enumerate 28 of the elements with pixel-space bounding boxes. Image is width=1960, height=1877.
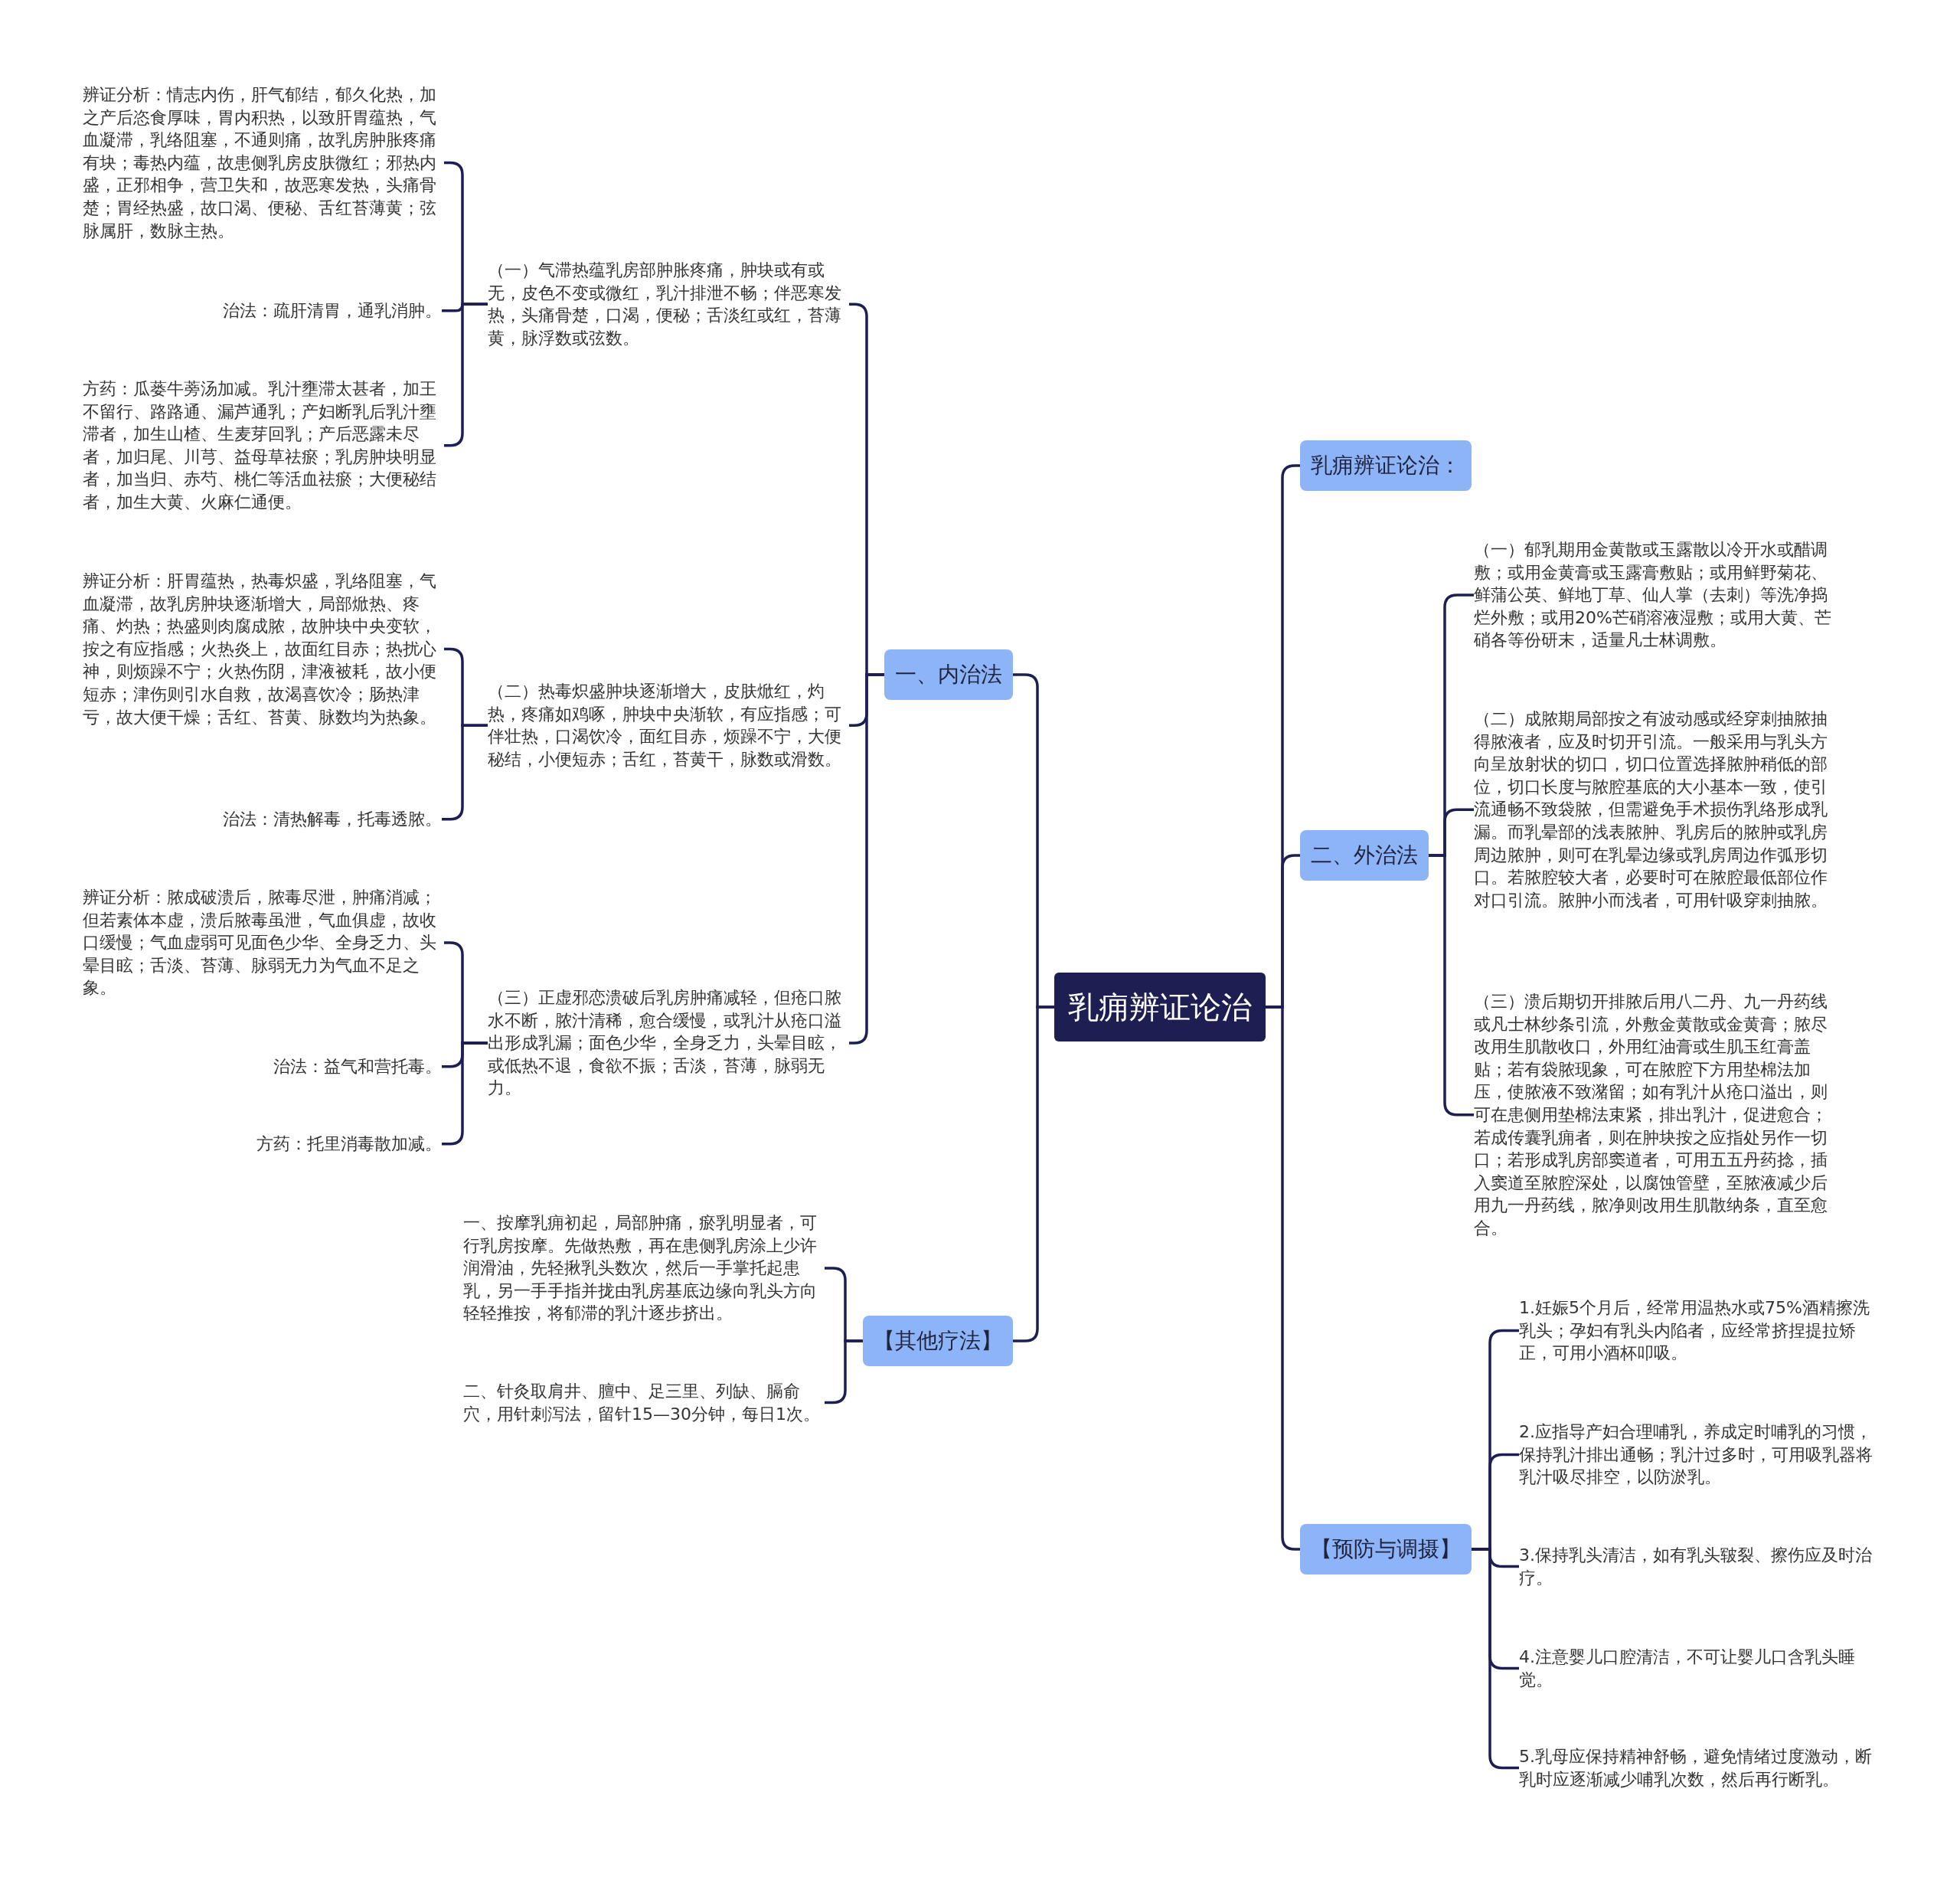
note-text: 二、针灸取肩井、膻中、足三里、列缺、膈俞穴，用针刺泻法，留针15—30分钟，每日1次。 [463,1380,825,1426]
topic-box: 乳痈辨证论治： [1300,440,1472,491]
note-text: 2.应指导产妇合理哺乳，养成定时哺乳的习惯，保持乳汁排出通畅；乳汁过多时，可用吸乳器将乳汁吸尽排空，以防淤乳。 [1519,1421,1880,1489]
topic-box: 一、内治法 [884,649,1013,700]
topic-box: 【预防与调摄】 [1300,1524,1472,1575]
topic-box: 【其他疗法】 [863,1316,1013,1366]
topic-box: 二、外治法 [1300,830,1429,881]
note-text: （二）热毒炽盛肿块逐渐增大，皮肤焮红，灼热，疼痛如鸡啄，肿块中央渐软，有应指感；可伴壮热，口渴饮冷，面红目赤，烦躁不宁，大便秘结，小便短赤；舌红，苔黄干，脉数或滑数。 [488,680,849,771]
note-text: 一、按摩乳痈初起，局部肿痛，瘀乳明显者，可行乳房按摩。先做热敷，再在患侧乳房涂上少许润滑油，先轻揪乳头数次，然后一手掌托起患乳，另一手手指并拢由乳房基底边缘向乳头方向轻轻推按，将郁滞的乳汁逐步挤出。 [463,1212,825,1325]
note-text: 辨证分析：情志内伤，肝气郁结，郁久化热，加之产后恣食厚味，胃内积热，以致肝胃蕴热，气血凝滞，乳络阻塞，不通则痛，故乳房肿胀疼痛有块；毒热内蕴，故患侧乳房皮肤微红；邪热内盛，正邪相争，营卫失和，故恶寒发热，头痛骨楚；胃经热盛，故口渴、便秘、舌红苔薄黄；弦脉属肝，数脉主热。 [83,83,444,243]
note-text: 辨证分析：肝胃蕴热，热毒炽盛，乳络阻塞，气血凝滞，故乳房肿块逐渐增大，局部焮热、疼痛、灼热；热盛则肉腐成脓，故肿块中央变软，按之有应指感；火热炎上，故面红目赤；热扰心神，则烦躁不宁；火热伤阴，津液被耗，故小便短赤；津伤则引水自救，故渴喜饮冷；肠热津亏，故大便干燥；舌红、苔黄、脉数均为热象。 [83,570,444,729]
note-text: 方药：托里消毒散加减。 [256,1133,442,1156]
note-text: （一）气滞热蕴乳房部肿胀疼痛，肿块或有或无，皮色不变或微红，乳汁排泄不畅；伴恶寒发热，头痛骨楚，口渴，便秘；舌淡红或红，苔薄黄，脉浮数或弦数。 [488,259,849,350]
connector [1429,854,1474,1117]
note-text: 治法：清热解毒，托毒透脓。 [223,808,442,831]
note-text: 方药：瓜蒌牛蒡汤加减。乳汁壅滞太甚者，加王不留行、路路通、漏芦通乳；产妇断乳后乳汁壅滞者，加生山楂、生麦芽回乳；产后恶露未尽者，加归尾、川芎、益母草祛瘀；乳房肿块明显者，加当归、赤芍、桃仁等活血祛瘀；大便秘结者，加生大黄、火麻仁通便。 [83,378,444,514]
note-text: 1.妊娠5个月后，经常用温热水或75%酒精擦洗乳头；孕妇有乳头内陷者，应经常挤捏提拉矫正，可用小酒杯叩吸。 [1519,1297,1880,1365]
note-text: （三）溃后期切开排脓后用八二丹、九一丹药线或凡士林纱条引流，外敷金黄散或金黄膏；脓尽改用生肌散收口，外用红油膏或生肌玉红膏盖贴；若有袋脓现象，可在脓腔下方用垫棉法加压，使脓液不致潴留；如有乳汁从疮口溢出，则可在患侧用垫棉法束紧，排出乳汁，促进愈合；若成传囊乳痈者，则在肿块按之应指处另作一切口；若形成乳房部窦道者，可用五五丹药捻，插入窦道至脓腔深处，以腐蚀管壁，至脓液减少后用九一丹药线，脓净则改用生肌散纳条，直至愈合。 [1474,990,1837,1240]
note-text: 4.注意婴儿口腔清洁，不可让婴儿口含乳头睡觉。 [1519,1646,1880,1692]
note-text: 治法：益气和营托毒。 [273,1055,442,1078]
note-text: （二）成脓期局部按之有波动感或经穿刺抽脓抽得脓液者，应及时切开引流。一般采用与乳头方向呈放射状的切口，切口位置选择脓肿稍低的部位，切口长度与脓腔基底的大小基本一致，使引流通畅不致袋脓，但需避免手术损伤乳络形成乳漏。而乳晕部的浅表脓肿、乳房后的脓肿或乳房周边脓肿，则可在乳晕边缘或乳房周边作弧形切口。若脓腔较大者，必要时可在脓腔最低部位作对口引流。脓肿小而浅者，可用针吸穿刺抽脓。 [1474,708,1837,912]
note-text: 辨证分析：脓成破溃后，脓毒尽泄，肿痛消减；但若素体本虚，溃后脓毒虽泄，气血俱虚，故收口缓慢；气血虚弱可见面色少华、全身乏力、头晕目眩；舌淡、苔薄、脉弱无力为气血不足之象。 [83,886,444,999]
note-text: 3.保持乳头清洁，如有乳头皲裂、擦伤应及时治疗。 [1519,1544,1880,1590]
central-topic-box: 乳痈辨证论治 [1054,973,1266,1042]
note-text: 5.乳母应保持精神舒畅，避免情绪过度激动，断乳时应逐渐减少哺乳次数，然后再行断乳。 [1519,1745,1880,1791]
note-text: （三）正虚邪恋溃破后乳房肿痛减轻，但疮口脓水不断，脓汁清稀，愈合缓慢，或乳汁从疮口溢出形成乳漏；面色少华，全身乏力，头晕目眩，或低热不退，食欲不振；舌淡，苔薄，脉弱无力。 [488,986,849,1100]
note-text: 治法：疏肝清胃，通乳消肿。 [223,299,442,322]
note-text: （一）郁乳期用金黄散或玉露散以冷开水或醋调敷；或用金黄膏或玉露膏敷贴；或用鲜野菊花、鲜蒲公英、鲜地丁草、仙人掌（去刺）等洗净捣烂外敷；或用20%芒硝溶液湿敷；或用大黄、芒硝各等份研末，适量凡士林调敷。 [1474,538,1837,652]
